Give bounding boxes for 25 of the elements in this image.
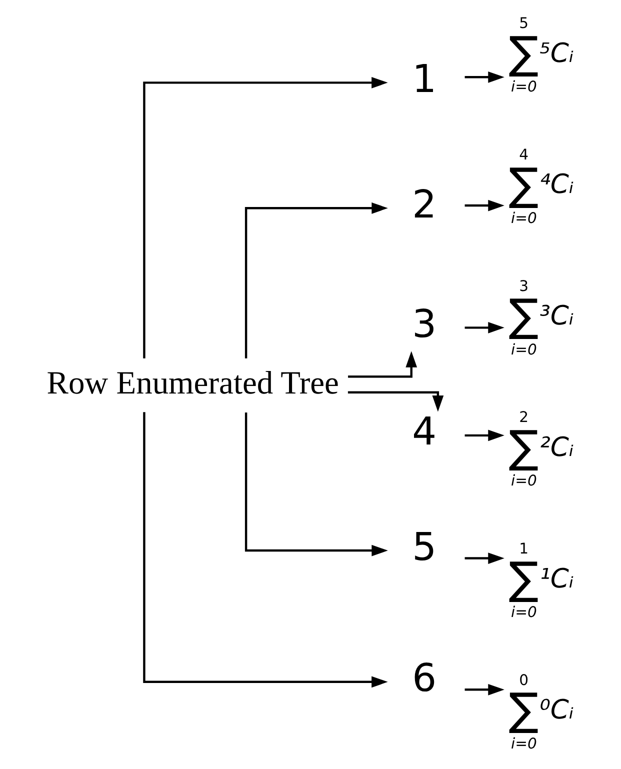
node-text: 1: [412, 56, 436, 102]
node-text: 4 ⁴Cᵢ ∑ i=0: [508, 146, 574, 227]
arrow: [244, 412, 388, 556]
node-text: 4: [412, 410, 436, 455]
node-text: 3 ³Cᵢ ∑ i=0: [508, 278, 574, 358]
arrow: [244, 202, 388, 358]
node-text: 2: [412, 182, 436, 228]
arrow: [348, 351, 417, 378]
node-text: 3: [412, 302, 436, 347]
arrow: [464, 200, 504, 212]
node-text: 1 ¹Cᵢ ∑ i=0: [508, 540, 574, 621]
arrow: [347, 391, 444, 412]
arrow: [142, 412, 388, 688]
arrow: [464, 322, 504, 334]
node-text: 6: [412, 656, 436, 702]
arrow: [464, 430, 504, 442]
node-text: 5 ⁵Cᵢ ∑ i=0: [508, 15, 574, 96]
node-text: 5: [412, 524, 436, 570]
node-text: Row Enumerated Tree: [46, 366, 338, 402]
arrow: [142, 76, 388, 358]
arrow: [464, 71, 504, 83]
node-text: 2 ²Cᵢ ∑ i=0: [508, 409, 574, 490]
arrow: [464, 684, 504, 696]
arrow: [464, 552, 504, 564]
node-text: 0 ⁰Cᵢ ∑ i=0: [508, 672, 574, 752]
